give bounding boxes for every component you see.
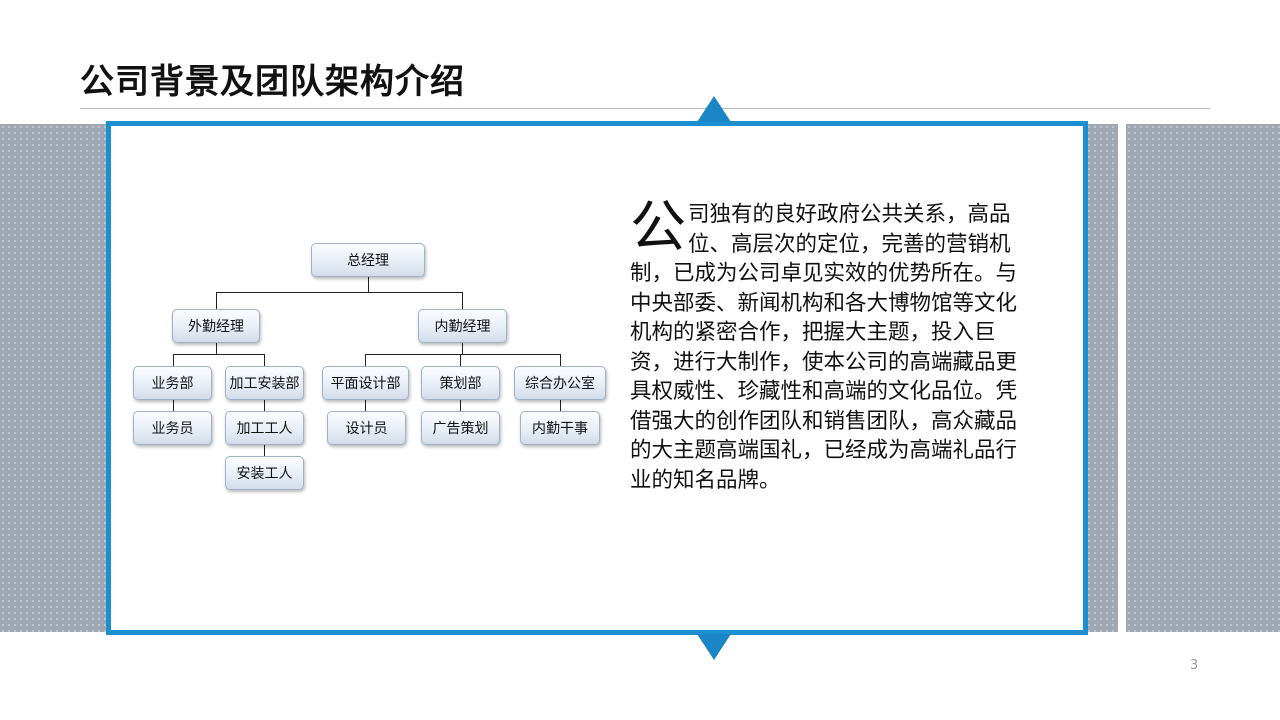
company-description: 公司独有的良好政府公共关系，高品位、高层次的定位，完善的营销机制，已成为公司卓见… (630, 200, 1032, 495)
triangle-down-icon (697, 634, 731, 660)
description-text: 司独有的良好政府公共关系，高品位、高层次的定位，完善的营销机制，已成为公司卓见实… (630, 202, 1018, 493)
triangle-up-icon (697, 96, 731, 122)
drop-cap: 公 (630, 195, 686, 260)
title-divider (80, 108, 1210, 109)
background-band-right (1126, 124, 1280, 632)
page-number: 3 (1190, 658, 1199, 673)
slide-title: 公司背景及团队架构介绍 (80, 62, 465, 102)
